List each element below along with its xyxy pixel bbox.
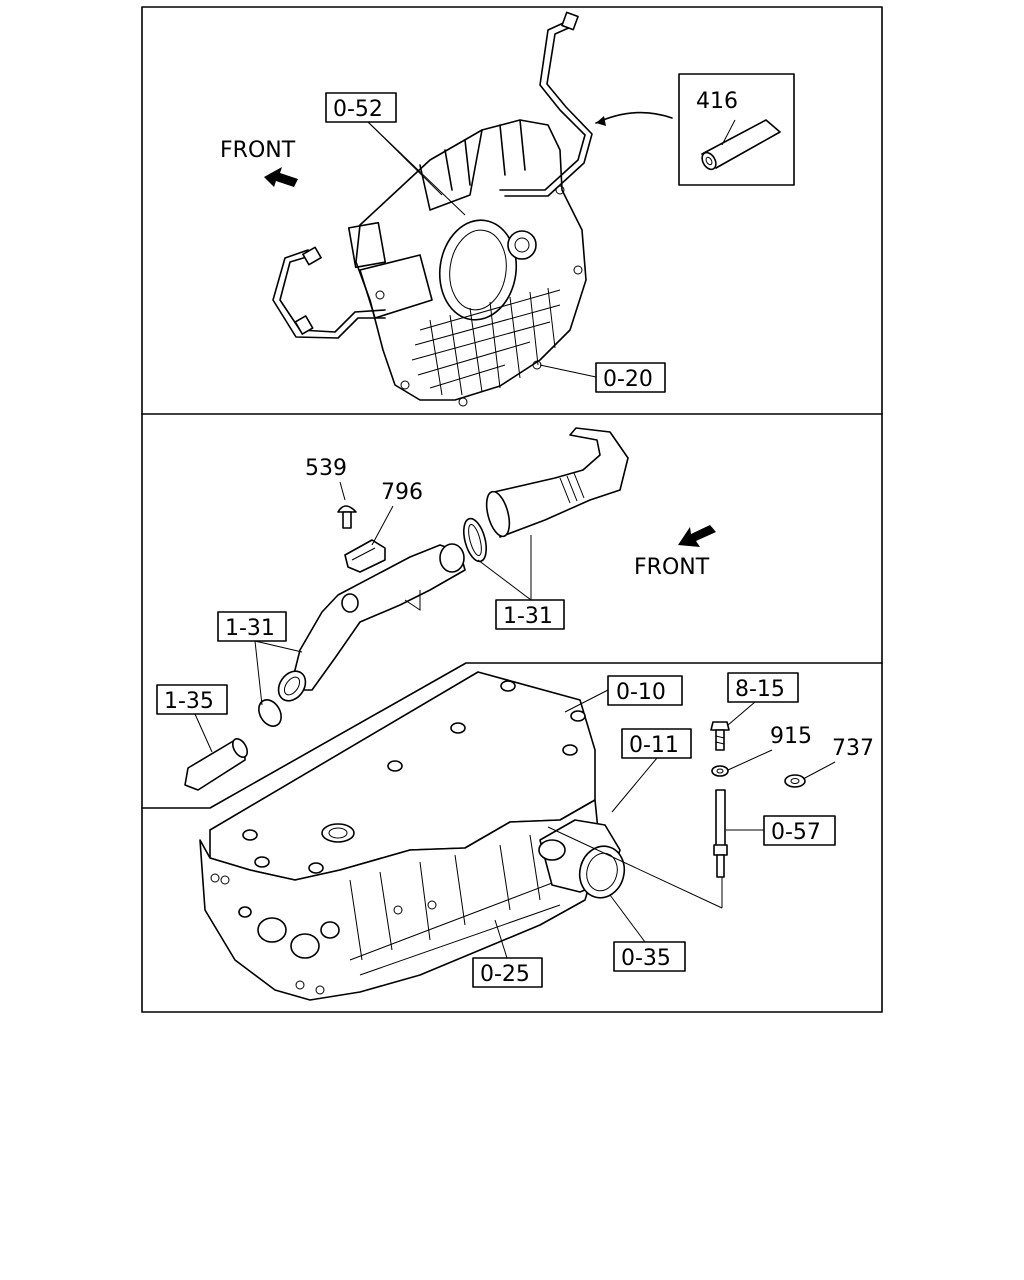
water-outlet[interactable] (538, 819, 630, 903)
oil-pipe-upper[interactable] (499, 11, 593, 197)
callout-1-31-left[interactable]: 1-31 (217, 611, 287, 642)
front-indicator-top: FRONT (220, 138, 298, 187)
front-label-middle: FRONT (634, 555, 710, 580)
callout-0-52-label: 0-52 (333, 97, 383, 122)
callout-0-57[interactable]: 0-57 (763, 815, 836, 846)
callout-1-35[interactable]: 1-35 (156, 684, 228, 715)
intake-pipe-panel: FRONT (156, 427, 716, 791)
callout-0-11-label: 0-11 (629, 733, 679, 758)
intake-pipe[interactable] (273, 543, 466, 706)
callout-8-15-label: 8-15 (735, 677, 785, 702)
callout-1-35-label: 1-35 (164, 689, 214, 714)
hose-clamp-small[interactable] (254, 696, 285, 730)
bracket-796[interactable] (344, 539, 386, 573)
callout-796-label: 796 (381, 480, 423, 505)
callout-0-10-label: 0-10 (616, 680, 666, 705)
stud-0-57[interactable] (713, 789, 728, 878)
callout-0-25-label: 0-25 (480, 962, 530, 987)
callout-0-25[interactable]: 0-25 (472, 957, 543, 988)
callout-0-57-label: 0-57 (771, 820, 821, 845)
washer-915[interactable] (711, 765, 729, 777)
washer-737[interactable] (784, 774, 806, 788)
callout-0-11[interactable]: 0-11 (621, 728, 692, 759)
callout-0-52[interactable]: 0-52 (325, 92, 397, 123)
bolt-8-15[interactable] (710, 721, 730, 751)
install-guide-line (547, 826, 723, 909)
callout-0-35[interactable]: 0-35 (613, 941, 686, 972)
callout-1-31-left-label: 1-31 (225, 616, 275, 641)
callout-1-31-right[interactable]: 1-31 (495, 599, 565, 630)
diagram-frame (141, 6, 883, 1013)
front-label-top: FRONT (220, 138, 296, 163)
callout-416-label: 416 (696, 89, 738, 114)
callout-8-15[interactable]: 8-15 (727, 672, 799, 703)
cylinder-head[interactable] (199, 671, 601, 1001)
callout-0-20[interactable]: 0-20 (595, 362, 666, 393)
flywheel-housing[interactable] (347, 119, 587, 407)
callout-539-label: 539 (305, 456, 347, 481)
part-416-inset[interactable]: 416 (678, 73, 795, 186)
front-arrow-top (264, 167, 298, 187)
oil-pipe-lower[interactable] (272, 246, 386, 339)
callout-0-20-label: 0-20 (603, 367, 653, 392)
hose-clamp[interactable] (460, 516, 491, 564)
callout-0-35-label: 0-35 (621, 946, 671, 971)
callout-1-31-right-label: 1-31 (503, 604, 553, 629)
cylinder-head-panel: 0-10 0-11 8-15 915 737 0-57 0-35 0- (199, 671, 874, 1001)
screw-539[interactable] (337, 505, 357, 529)
front-indicator-middle: FRONT (634, 525, 716, 580)
hose-1-35[interactable] (184, 736, 250, 791)
callout-915-label: 915 (770, 724, 812, 749)
flywheel-housing-panel: FRONT (220, 11, 795, 407)
callout-0-10[interactable]: 0-10 (607, 675, 683, 706)
callout-737-label: 737 (832, 736, 874, 761)
front-arrow-middle (678, 525, 716, 547)
air-hose[interactable] (482, 427, 629, 539)
pointer-416 (595, 111, 673, 124)
